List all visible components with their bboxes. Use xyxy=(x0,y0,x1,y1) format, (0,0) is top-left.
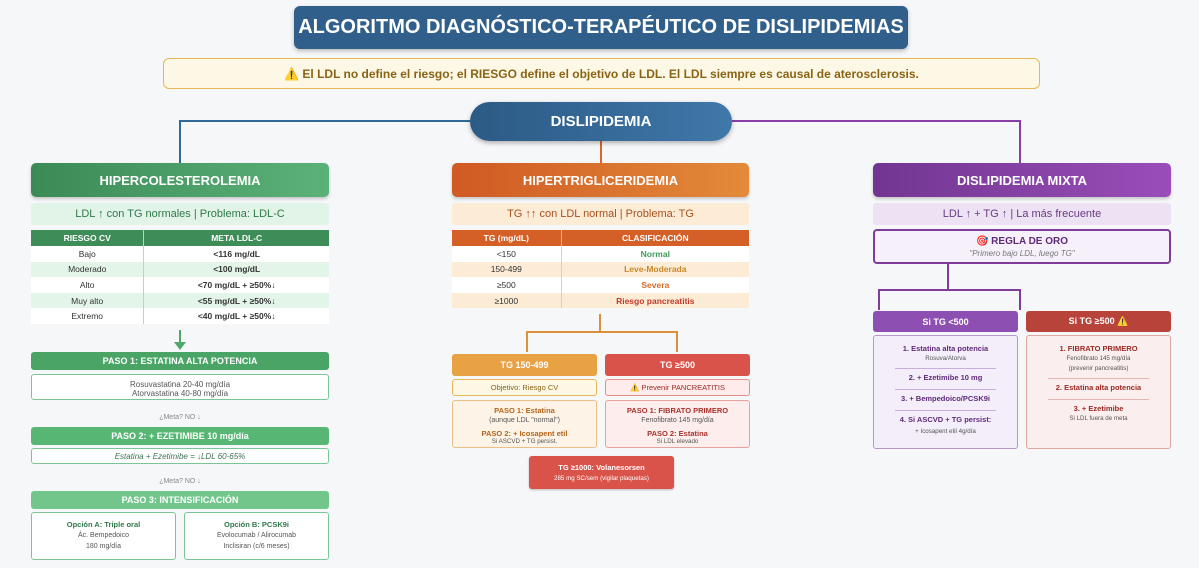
table-header-meta: META LDL-C xyxy=(143,230,329,246)
table-row: Alto<70 mg/dL + ≥50%↓ xyxy=(31,277,329,293)
table-row: Bajo<116 mg/dL xyxy=(31,246,329,262)
tg-500-objetivo: ⚠️ Prevenir PANCREATITIS xyxy=(605,379,750,396)
paso1-box: Rosuvastatina 20-40 mg/día Atorvastatina… xyxy=(31,374,329,400)
tg-ge-500-steps: 1. FIBRATO PRIMERO Fenofibrato 145 mg/dí… xyxy=(1026,335,1171,449)
paso2-box: Estatina + Ezetimibe = ↓LDL 60-65% xyxy=(31,448,329,464)
paso2-header: PASO 2: + EZETIMIBE 10 mg/día xyxy=(31,427,329,445)
meta-question-2: ¿Meta? NO ↓ xyxy=(159,477,201,485)
ldl-goal-table: RIESGO CV META LDL-C Bajo<116 mg/dL Mode… xyxy=(31,230,329,324)
table-row: Muy alto<55 mg/dL + ≥50%↓ xyxy=(31,292,329,309)
meta-question-1: ¿Meta? NO ↓ xyxy=(159,413,201,421)
hipertrigliceridemia-subtitle: TG ↑↑ con LDL normal | Problema: TG xyxy=(452,203,749,225)
tg-500-header: TG ≥500 xyxy=(605,354,750,376)
regla-de-oro: 🎯 REGLA DE ORO "Primero bajo LDL, luego … xyxy=(873,229,1171,264)
tg-150-499-objetivo: Objetivo: Riesgo CV xyxy=(452,379,597,396)
paso3-header: PASO 3: INTENSIFICACIÓN xyxy=(31,491,329,509)
hipercolesterolemia-header: HIPERCOLESTEROLEMIA xyxy=(31,163,329,197)
table-row: Moderado<100 mg/dL xyxy=(31,261,329,278)
mixta-header: DISLIPIDEMIA MIXTA xyxy=(873,163,1171,197)
tg-150-499-steps: PASO 1: Estatina (aunque LDL "normal") P… xyxy=(452,400,597,448)
tg-150-499-header: TG 150-499 xyxy=(452,354,597,376)
page-title: ALGORITMO DIAGNÓSTICO-TERAPÉUTICO DE DIS… xyxy=(294,6,908,49)
table-header-clasificacion: CLASIFICACIÓN xyxy=(560,230,749,246)
tg-ge-500-header: Si TG ≥500 ⚠️ xyxy=(1026,311,1171,332)
root-node: DISLIPIDEMIA xyxy=(470,102,732,141)
hipercolesterolemia-subtitle: LDL ↑ con TG normales | Problema: LDL-C xyxy=(31,203,329,225)
option-a-card: Opción A: Triple oral Ác. Bempedoico 180… xyxy=(31,512,176,560)
tg-500-steps: PASO 1: FIBRATO PRIMERO Fenofibrato 145 … xyxy=(605,400,750,448)
hipertrigliceridemia-header: HIPERTRIGLICERIDEMIA xyxy=(452,163,749,197)
table-row: Extremo<40 mg/dL + ≥50%↓ xyxy=(31,308,329,324)
volanesorsen-box: TG ≥1000: Volanesorsen 285 mg SC/sem (vi… xyxy=(529,456,674,489)
option-b-card: Opción B: PCSK9i Evolocumab / Alirocumab… xyxy=(184,512,329,560)
table-header-tg: TG (mg/dL) xyxy=(483,233,529,243)
mixta-subtitle: LDL ↑ + TG ↑ | La más frecuente xyxy=(873,203,1171,225)
tg-lt-500-header: Si TG <500 xyxy=(873,311,1018,332)
warning-banner: ⚠️ El LDL no define el riesgo; el RIESGO… xyxy=(163,58,1040,89)
table-header-riesgo: RIESGO CV xyxy=(63,233,111,243)
tg-lt-500-steps: 1. Estatina alta potencia Rosuva/Atorva … xyxy=(873,335,1018,449)
paso1-header: PASO 1: ESTATINA ALTA POTENCIA xyxy=(31,352,329,370)
